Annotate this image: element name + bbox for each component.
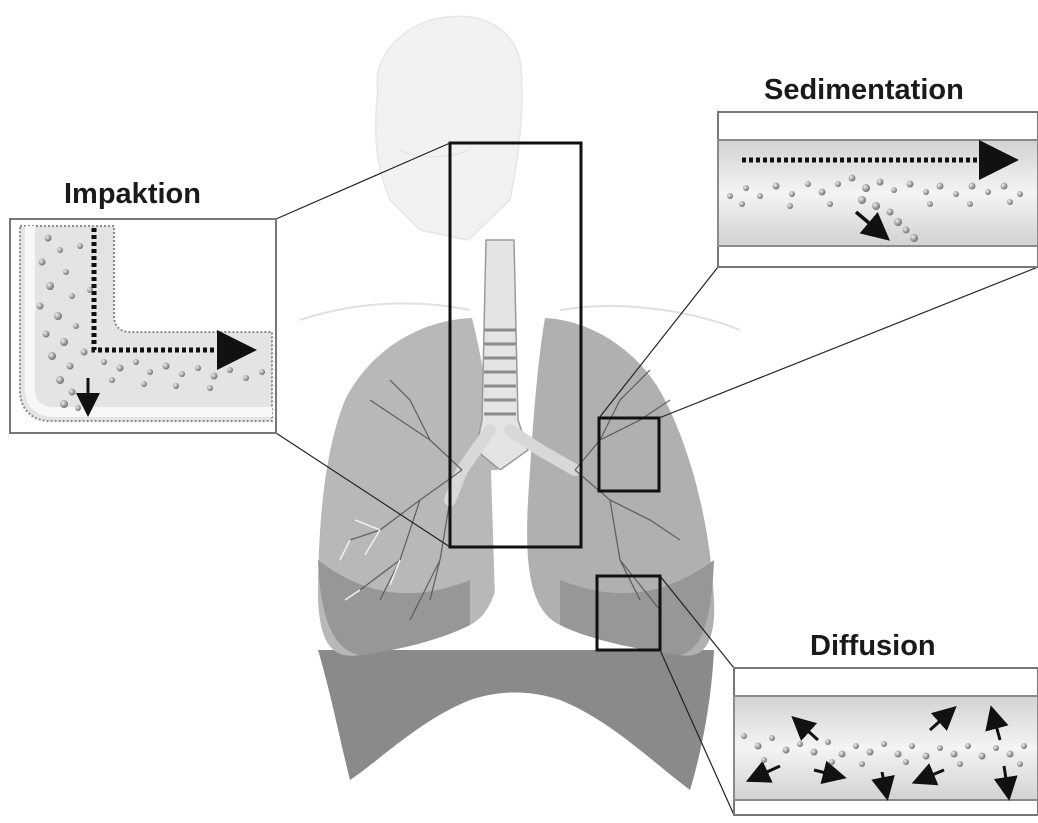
lung-illustration xyxy=(318,240,714,790)
shoulder-outline xyxy=(300,303,740,330)
sedimentation-panel xyxy=(718,112,1038,267)
sedimentation-label: Sedimentation xyxy=(764,76,964,105)
impaktion-panel xyxy=(10,219,276,433)
diaphragm xyxy=(318,650,714,790)
impaktion-label: Impaktion xyxy=(64,180,201,209)
diffusion-panel xyxy=(734,668,1038,815)
trachea-rings xyxy=(484,330,516,414)
diffusion-label: Diffusion xyxy=(810,632,936,661)
